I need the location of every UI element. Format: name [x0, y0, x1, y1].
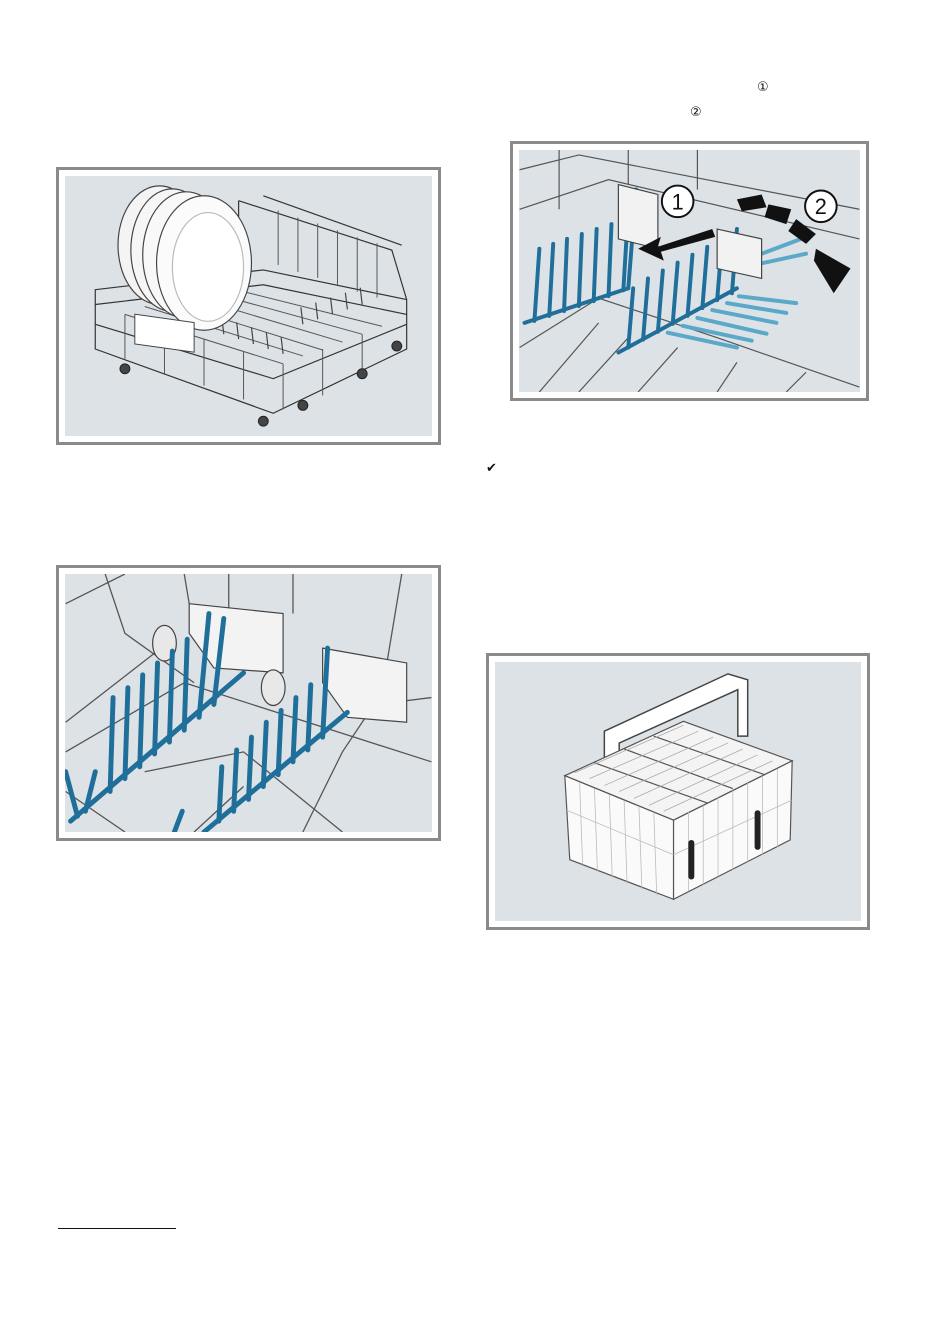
callout-2: 2 — [815, 194, 827, 219]
check-icon: ✔ — [486, 461, 497, 476]
step-marker-2: ② — [690, 106, 702, 120]
basket-plates-illustration — [65, 176, 432, 436]
cutlery-basket-illustration — [495, 662, 861, 921]
folding-tines-illustration: 1 2 — [519, 150, 860, 392]
tines-closeup-illustration — [65, 574, 432, 832]
figure-tines-closeup — [56, 565, 441, 841]
figure-cutlery-basket — [486, 653, 870, 930]
step-marker-1: ① — [757, 81, 769, 95]
footnote-separator — [58, 1228, 176, 1229]
figure-basket-with-plates — [56, 167, 441, 445]
callout-1: 1 — [672, 189, 684, 214]
figure-folding-tines: 1 2 — [510, 141, 869, 401]
